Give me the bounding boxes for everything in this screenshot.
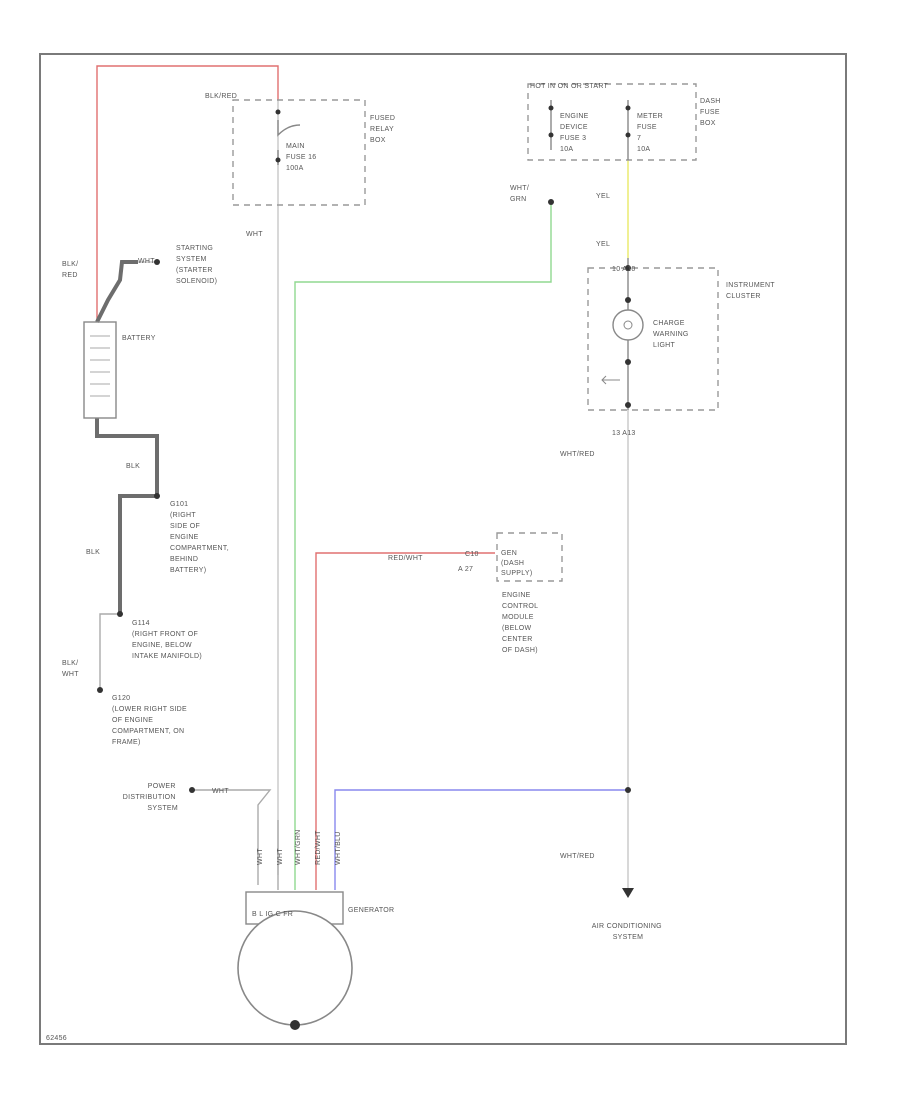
node-splice-ac: [625, 787, 631, 793]
node-cluster-top: [625, 265, 631, 271]
label-gen-wire-4: RED/WHT: [315, 830, 322, 865]
label-gen-wire-3: WHT/GRN: [295, 829, 302, 865]
label-blk-2: BLK: [86, 549, 100, 556]
label-wht-red-2: WHT/RED: [560, 853, 595, 860]
node-g120: [97, 687, 103, 693]
label-battery: BATTERY: [122, 335, 156, 342]
node-power-dist: [189, 787, 195, 793]
wire-blk-red-battery: [96, 65, 279, 322]
label-main-fuse: MAIN FUSE 16 100A: [286, 143, 319, 172]
label-g120: G120 (LOWER RIGHT SIDE OF ENGINE COMPART…: [112, 695, 189, 746]
generator-symbol: [237, 891, 353, 1030]
label-generator: GENERATOR: [348, 907, 394, 914]
node-fuse-a: [275, 109, 281, 115]
wire-wht-blu: [334, 789, 628, 820]
label-gen-wire-2: WHT: [277, 848, 284, 865]
label-yel-1: YEL: [596, 193, 610, 200]
node-cluster-mid2: [625, 359, 631, 365]
ecm-connector-outline: [496, 532, 563, 582]
label-air-conditioning: AIR CONDITIONING SYSTEM: [592, 923, 664, 941]
label-ecm: ENGINE CONTROL MODULE (BELOW CENTER OF D…: [502, 592, 540, 654]
label-power-distribution: POWER DISTRIBUTION SYSTEM: [123, 783, 178, 812]
instrument-cluster-outline: [587, 267, 719, 411]
ac-arrow-icon: [622, 888, 634, 898]
label-ecm-pins: C10 A 27: [458, 551, 481, 573]
wire-wht-grn: [294, 202, 552, 820]
wire-g101-g114: [118, 494, 157, 614]
label-fused-relay-box: FUSED RELAY BOX: [370, 115, 397, 144]
label-dash-fuse-box: DASH FUSE BOX: [700, 98, 723, 127]
label-connector-top: 10 A10: [612, 266, 636, 273]
label-connector-bottom: 13 A13: [612, 430, 636, 437]
cluster-diode-icon: [601, 375, 620, 385]
node-g101: [154, 493, 160, 499]
label-gen-pins: B L IG C FR: [252, 911, 293, 918]
label-blk-red-top: BLK/RED: [205, 93, 237, 100]
node-g114: [117, 611, 123, 617]
node-starter: [154, 259, 160, 265]
label-instrument-cluster: INSTRUMENT CLUSTER: [726, 282, 777, 300]
node-cluster-bottom: [625, 402, 631, 408]
wire-red-wht: [315, 552, 495, 820]
label-blk-wht: BLK/ WHT: [62, 660, 81, 678]
dash-fuse-box-outline: [527, 83, 697, 161]
wire-battery-ground: [95, 418, 159, 496]
label-wht-mid: WHT: [246, 231, 263, 238]
label-ecm-connector: GEN (DASH SUPPLY): [501, 550, 533, 577]
node-mf-b: [625, 132, 631, 138]
label-starting-system: STARTING SYSTEM (STARTER SOLENOID): [176, 245, 217, 285]
label-blk-1: BLK: [126, 463, 140, 470]
node-fuse-b: [275, 157, 281, 163]
node-edf-b: [548, 132, 554, 138]
diagram-frame: [39, 53, 847, 1045]
node-wht-grn: [548, 199, 554, 205]
label-blk-red-left: BLK/ RED: [62, 261, 81, 279]
label-charge-warning-light: CHARGE WARNING LIGHT: [653, 320, 691, 349]
label-wht-power-dist: WHT: [212, 788, 229, 795]
charge-warning-lamp-icon: [612, 309, 644, 341]
label-wht-start: WHT: [138, 258, 155, 265]
label-wht-grn: WHT/ GRN: [510, 185, 531, 203]
label-g101: G101 (RIGHT SIDE OF ENGINE COMPARTMENT, …: [170, 501, 231, 574]
label-wht-red-1: WHT/RED: [560, 451, 595, 458]
label-yel-2: YEL: [596, 241, 610, 248]
wire-g114-g120: [99, 613, 120, 690]
label-red-wht: RED/WHT: [388, 555, 423, 562]
label-g114: G114 (RIGHT FRONT OF ENGINE, BELOW INTAK…: [132, 620, 202, 660]
fused-relay-box-outline: [232, 99, 366, 206]
wire-starter-blk: [95, 260, 138, 323]
battery-symbol: [83, 321, 117, 419]
wire-wht-power-dist: [192, 789, 272, 885]
node-mf-a: [625, 105, 631, 111]
label-gen-wire-5: WHT/BLU: [335, 831, 342, 865]
node-cluster-mid1: [625, 297, 631, 303]
label-engine-device-fuse: ENGINE DEVICE FUSE 3 10A: [560, 113, 591, 153]
label-gen-wire-1: WHT: [257, 848, 264, 865]
node-edf-a: [548, 105, 554, 111]
label-meter-fuse: METER FUSE 7 10A: [637, 113, 665, 153]
label-hot-in-on-start: HOT IN ON OR START: [530, 83, 609, 90]
label-footer-id: 62456: [46, 1035, 67, 1042]
